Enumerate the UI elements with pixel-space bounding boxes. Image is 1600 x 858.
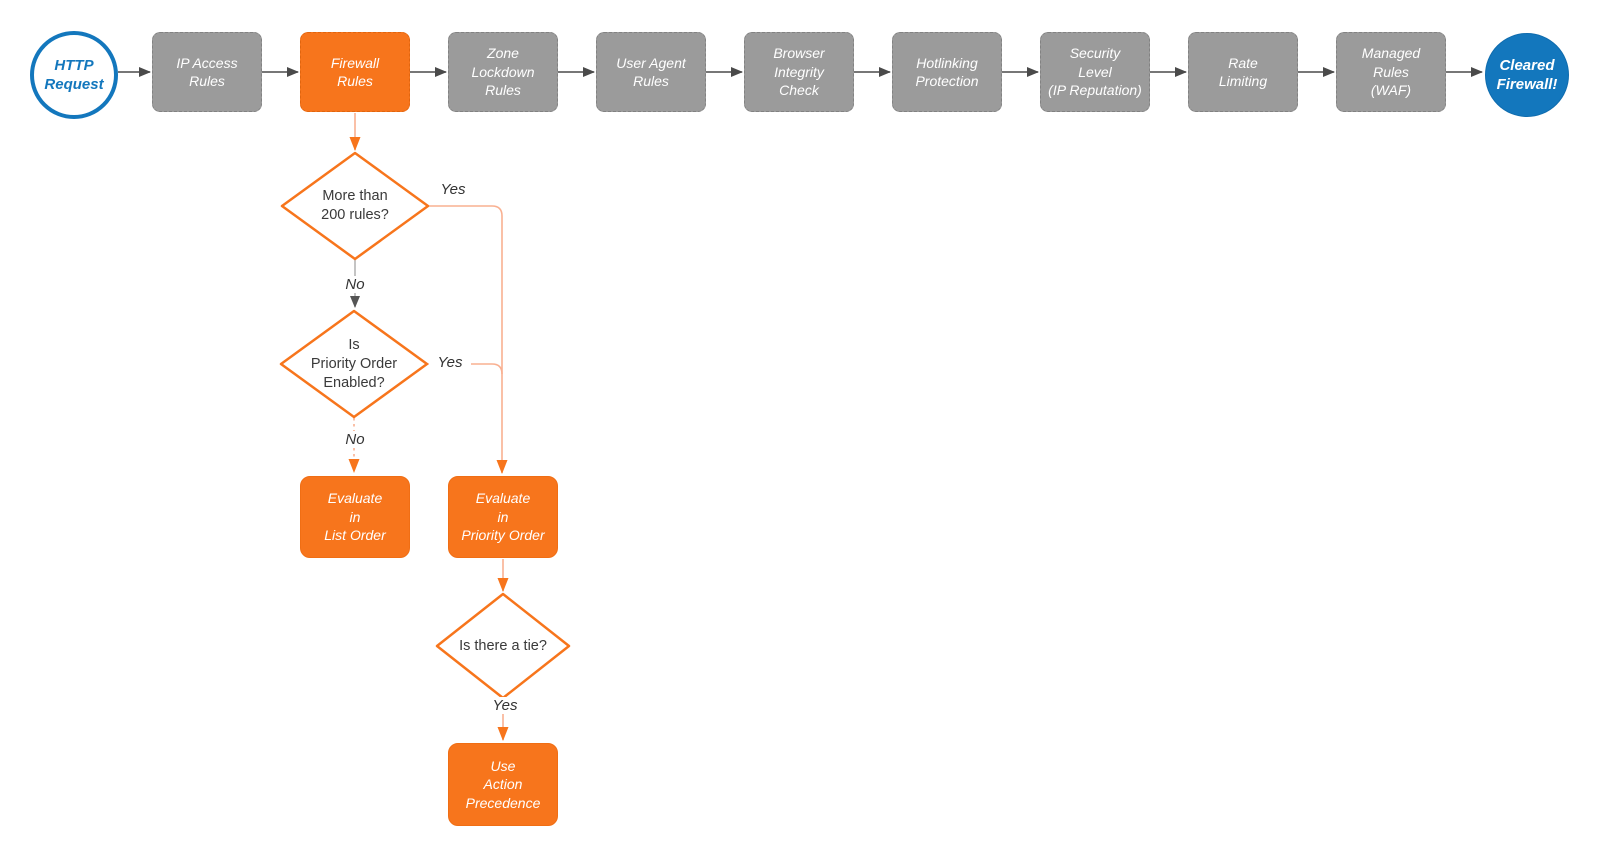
edge-label-yes-3: Yes (482, 697, 528, 714)
decision-more-than-200-rules-label: More than 200 rules? (321, 188, 389, 223)
edge-label-yes-2: Yes (429, 354, 471, 371)
edge-label-no-2: No (338, 431, 372, 448)
process-hotlinking-protection: Hotlinking Protection (892, 32, 1002, 112)
process-browser-integrity-check: Browser Integrity Check (744, 32, 854, 112)
process-ip-access-rules: IP Access Rules (152, 32, 262, 112)
action-evaluate-in-priority-order: Evaluate in Priority Order (448, 476, 558, 558)
decision-priority-order-enabled-label: Is Priority Order Enabled? (310, 337, 398, 391)
edge-label-no-1: No (338, 276, 372, 293)
edge-decision-1-yes (428, 205, 508, 474)
branch-connectors (348, 113, 509, 741)
start-node-http-request: HTTP Request (30, 31, 118, 119)
process-user-agent-rules: User Agent Rules (596, 32, 706, 112)
action-evaluate-in-list-order: Evaluate in List Order (300, 476, 410, 558)
process-managed-rules-waf: Managed Rules (WAF) (1336, 32, 1446, 112)
edge-decision-2-yes (427, 363, 503, 375)
process-firewall-rules: Firewall Rules (300, 32, 410, 112)
process-zone-lockdown-rules: Zone Lockdown Rules (448, 32, 558, 112)
edge-label-yes-1: Yes (440, 181, 466, 198)
end-node-cleared-firewall: Cleared Firewall! (1485, 33, 1569, 117)
process-rate-limiting: Rate Limiting (1188, 32, 1298, 112)
decision-shapes (279, 151, 571, 700)
decision-more-than-200-rules-shape (280, 151, 430, 261)
decision-is-there-a-tie-label: Is there a tie? (459, 638, 547, 654)
action-use-action-precedence: Use Action Precedence (448, 743, 558, 826)
process-security-level-ip-reputation: Security Level (IP Reputation) (1040, 32, 1150, 112)
decision-priority-order-enabled-shape (279, 309, 429, 419)
